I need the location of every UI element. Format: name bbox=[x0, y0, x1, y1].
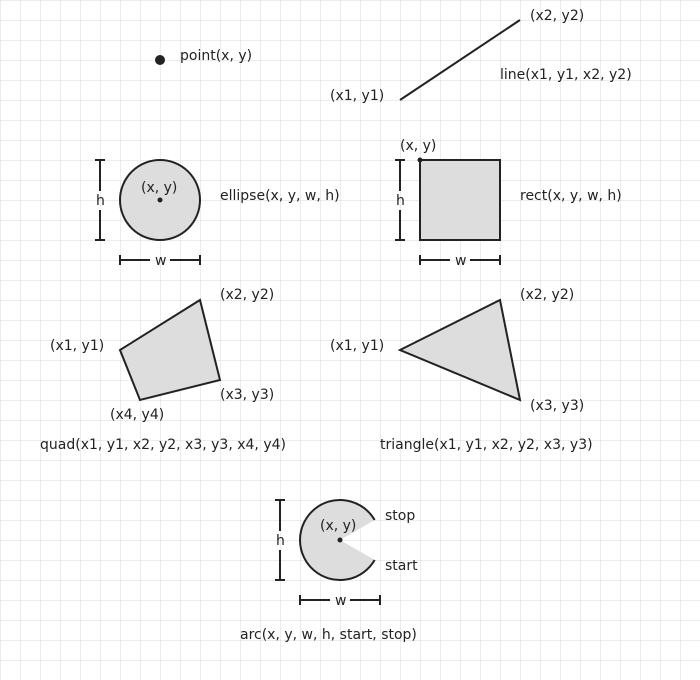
arc-height-dimension bbox=[275, 499, 285, 581]
point-dot bbox=[155, 55, 165, 65]
line-segment bbox=[399, 19, 521, 101]
point-label: point(x, y) bbox=[180, 48, 252, 64]
ellipse-w-label: w bbox=[155, 253, 166, 269]
rect-width-dimension bbox=[419, 255, 501, 265]
arc-shape bbox=[299, 499, 375, 580]
arc-width-dimension bbox=[299, 595, 381, 605]
ellipse-width-dimension bbox=[119, 255, 201, 265]
quad-p2-label: (x2, y2) bbox=[220, 287, 274, 303]
arc-example: (x, y) stop start h w arc(x, y, w, h, st… bbox=[240, 499, 418, 643]
rect-height-dimension bbox=[395, 159, 405, 241]
line-label: line(x1, y1, x2, y2) bbox=[500, 67, 632, 83]
triangle-label: triangle(x1, y1, x2, y2, x3, y3) bbox=[380, 437, 593, 453]
arc-label: arc(x, y, w, h, start, stop) bbox=[240, 627, 417, 643]
arc-center-dot bbox=[337, 537, 343, 543]
quad-label: quad(x1, y1, x2, y2, x3, y3, x4, y4) bbox=[40, 437, 286, 453]
rect-corner-label: (x, y) bbox=[400, 138, 436, 154]
quad-shape bbox=[118, 298, 222, 402]
arc-h-label: h bbox=[276, 533, 285, 549]
arc-center-label: (x, y) bbox=[320, 518, 356, 534]
triangle-shape bbox=[397, 298, 522, 402]
rect-label: rect(x, y, w, h) bbox=[520, 188, 622, 204]
ellipse-center-dot bbox=[157, 197, 163, 203]
quad-p1-label: (x1, y1) bbox=[50, 338, 104, 354]
triangle-p1-label: (x1, y1) bbox=[330, 338, 384, 354]
line-end-label: (x2, y2) bbox=[530, 8, 584, 24]
arc-stop-label: stop bbox=[385, 508, 415, 524]
rect-corner-dot bbox=[417, 157, 423, 163]
arc-start-label: start bbox=[385, 558, 418, 574]
triangle-p2-label: (x2, y2) bbox=[520, 287, 574, 303]
quad-example: (x1, y1) (x2, y2) (x3, y3) (x4, y4) quad… bbox=[40, 287, 286, 453]
ellipse-height-dimension bbox=[95, 159, 105, 241]
line-start-label: (x1, y1) bbox=[330, 88, 384, 104]
line-example: (x1, y1) (x2, y2) line(x1, y1, x2, y2) bbox=[330, 8, 632, 104]
point-example: point(x, y) bbox=[155, 48, 252, 65]
arc-w-label: w bbox=[335, 593, 346, 609]
ellipse-h-label: h bbox=[96, 193, 105, 209]
ellipse-example: (x, y) ellipse(x, y, w, h) h w bbox=[95, 159, 340, 269]
rect-shape bbox=[419, 159, 501, 241]
quad-p4-label: (x4, y4) bbox=[110, 407, 164, 423]
rect-h-label: h bbox=[396, 193, 405, 209]
ellipse-label: ellipse(x, y, w, h) bbox=[220, 188, 340, 204]
quad-p3-label: (x3, y3) bbox=[220, 387, 274, 403]
triangle-p3-label: (x3, y3) bbox=[530, 398, 584, 414]
arc-outline bbox=[299, 499, 376, 581]
ellipse-center-label: (x, y) bbox=[141, 180, 177, 196]
rect-w-label: w bbox=[455, 253, 466, 269]
triangle-example: (x1, y1) (x2, y2) (x3, y3) triangle(x1, … bbox=[330, 287, 593, 453]
rect-example: (x, y) rect(x, y, w, h) h w bbox=[395, 138, 622, 269]
